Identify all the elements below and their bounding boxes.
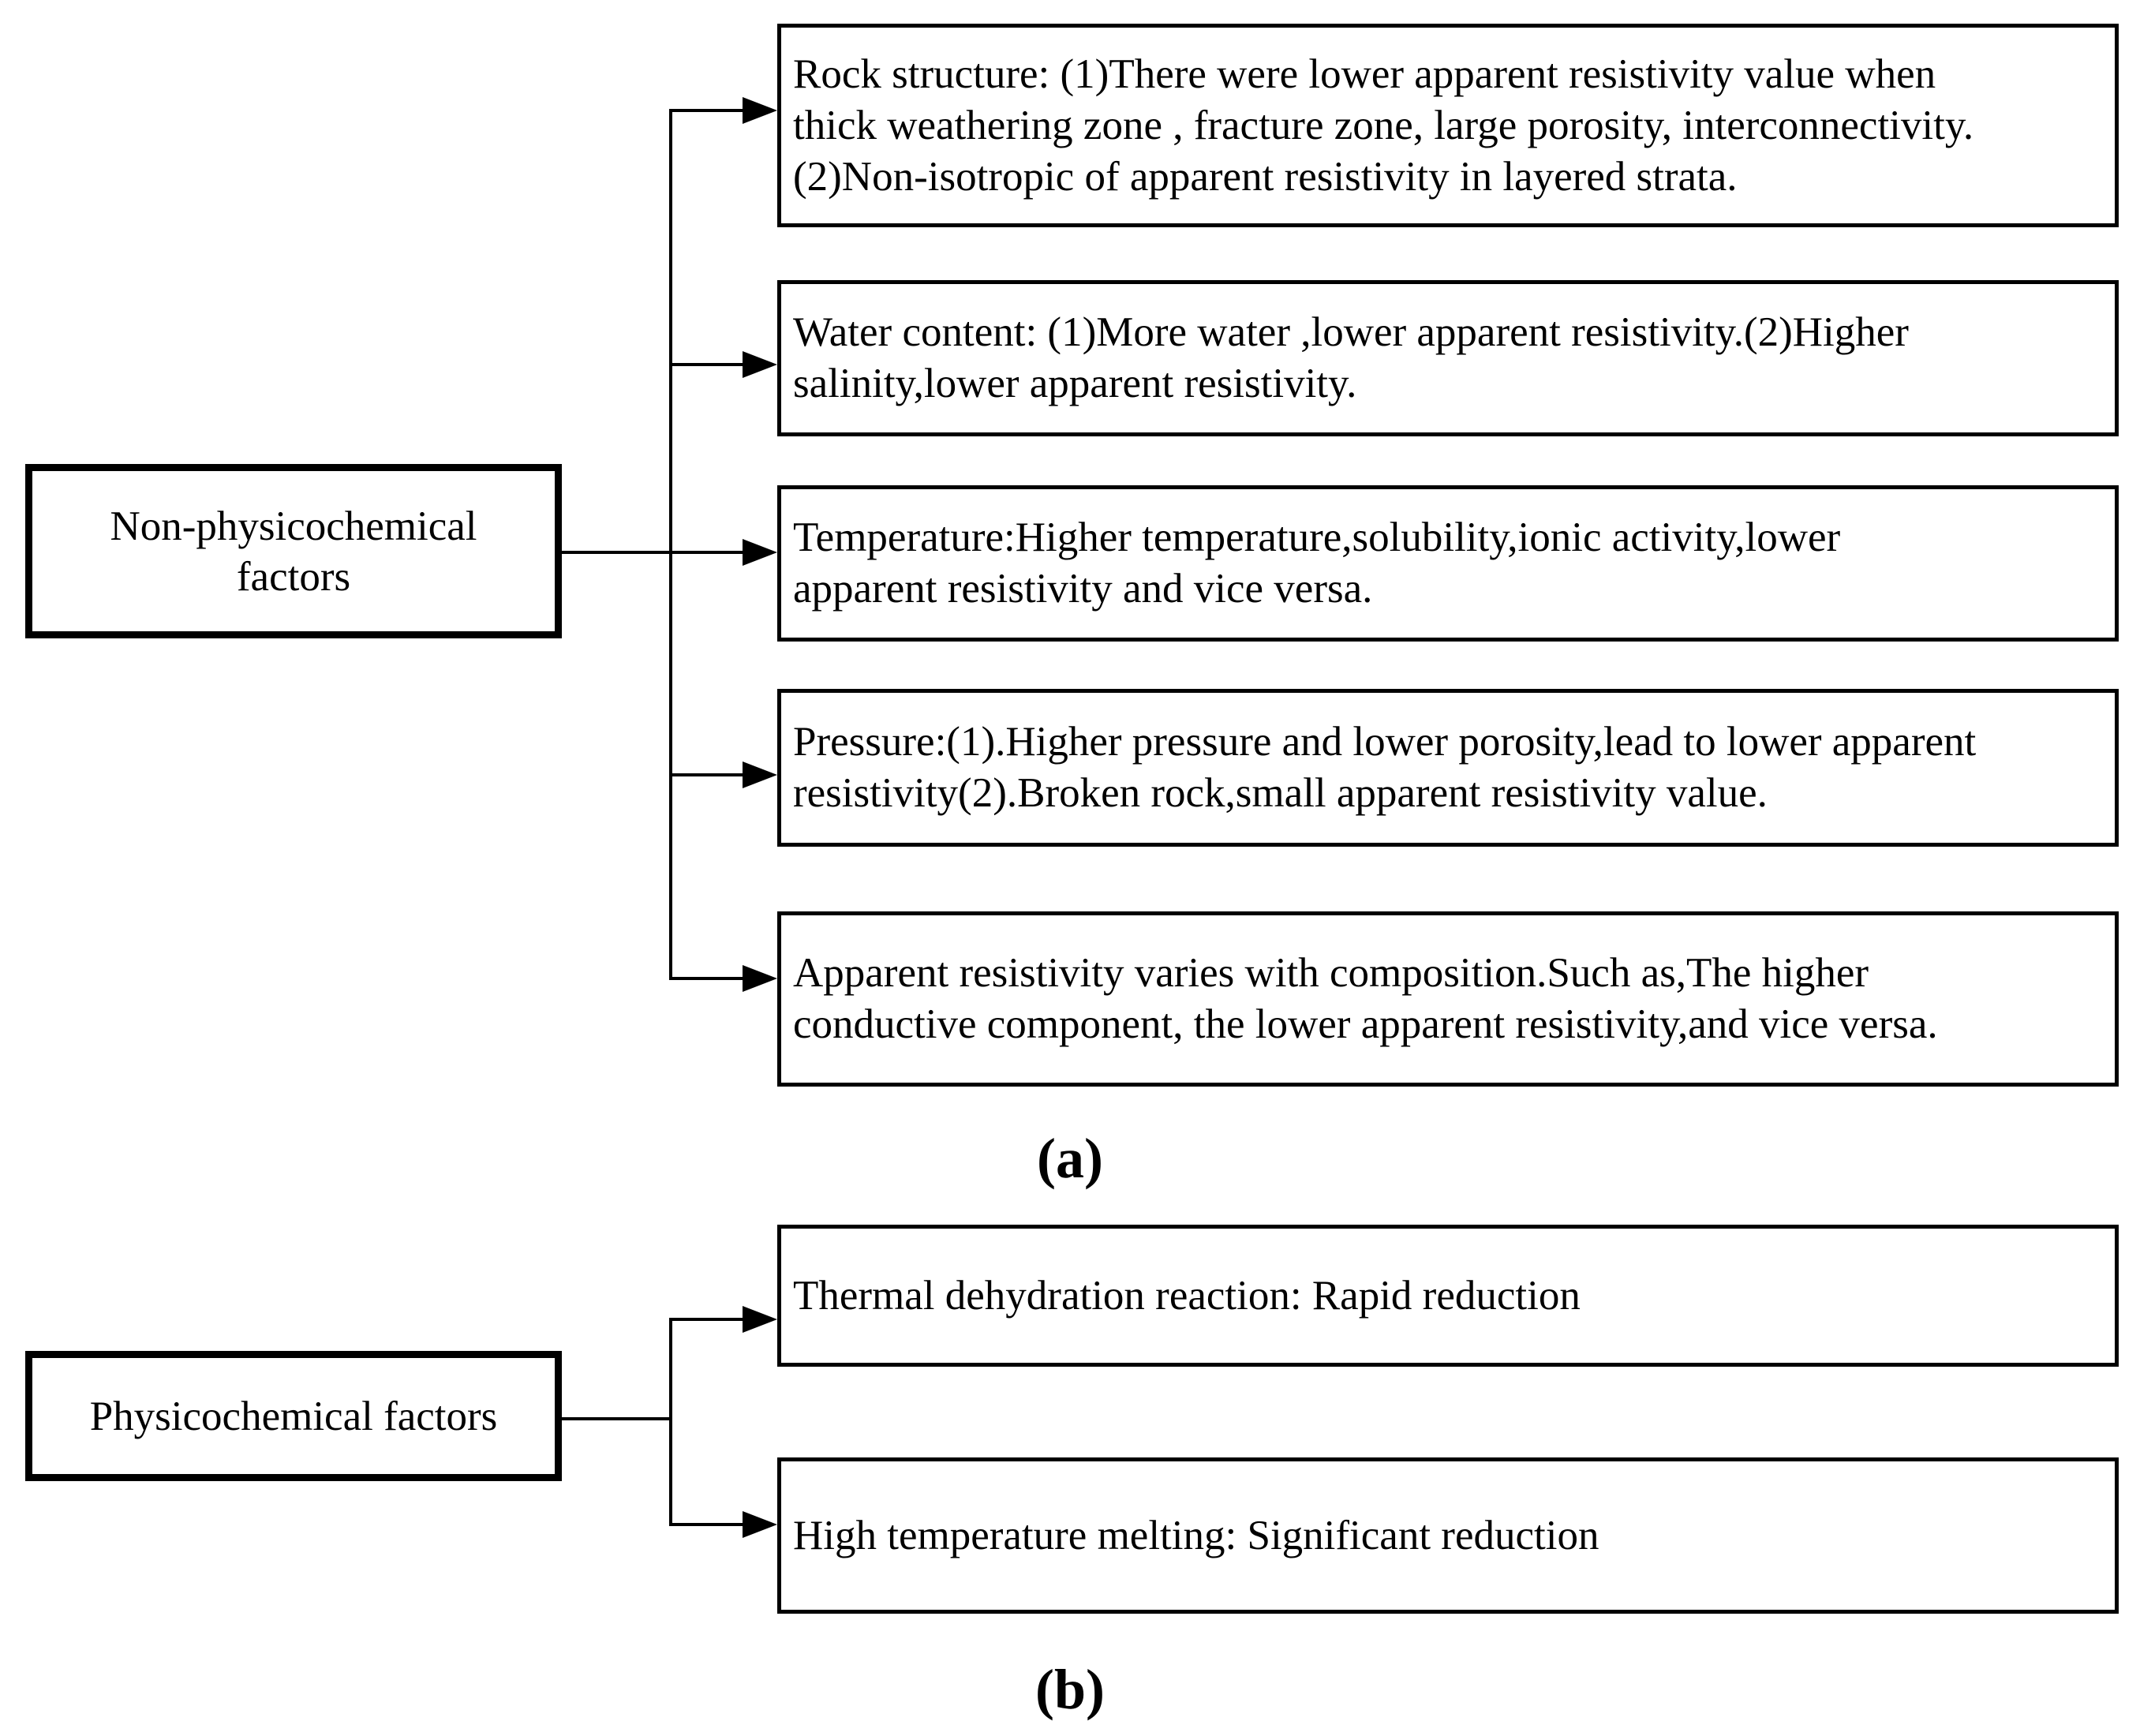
box-text-line: Water content: (1)More water ,lower appa… — [793, 309, 1909, 355]
connector-trunk-b — [669, 1318, 672, 1526]
connector-source-line-b — [560, 1417, 671, 1420]
box-text-line: conductive component, the lower apparent… — [793, 1001, 1938, 1047]
target-box-rock-structure: Rock structure: (1)There were lower appa… — [777, 24, 2119, 227]
panel-label-a: (a) — [1037, 1127, 1103, 1190]
box-text-line: resistivity(2).Broken rock,small apparen… — [793, 770, 1768, 816]
target-box-thermal-dehydration: Thermal dehydration reaction: Rapid redu… — [777, 1225, 2119, 1367]
panel-label-b: (b) — [1035, 1658, 1105, 1721]
box-text-line: High temperature melting: Significant re… — [793, 1512, 1599, 1558]
connector-trunk-a — [669, 109, 672, 980]
box-text-line: Temperature:Higher temperature,solubilit… — [793, 514, 1841, 560]
arrowhead-icon — [743, 97, 777, 124]
target-box-high-temperature-melting: High temperature melting: Significant re… — [777, 1457, 2119, 1614]
target-box-temperature: Temperature:Higher temperature,solubilit… — [777, 485, 2119, 642]
source-box-non-physicochemical-factors: Non-physicochemical factors — [25, 464, 562, 638]
connector-branch-line — [671, 551, 745, 554]
target-box-pressure: Pressure:(1).Higher pressure and lower p… — [777, 689, 2119, 847]
target-box-water-content: Water content: (1)More water ,lower appa… — [777, 280, 2119, 436]
box-text-line: Rock structure: (1)There were lower appa… — [793, 51, 1936, 97]
arrowhead-icon — [743, 761, 777, 788]
box-text-line: factors — [236, 553, 351, 600]
source-box-physicochemical-factors: Physicochemical factors — [25, 1351, 562, 1481]
box-text-line: salinity,lower apparent resistivity. — [793, 361, 1357, 406]
box-text-line: Pressure:(1).Higher pressure and lower p… — [793, 719, 1977, 765]
target-box-composition: Apparent resistivity varies with composi… — [777, 911, 2119, 1087]
connector-branch-line — [671, 109, 745, 112]
box-text-line: thick weathering zone , fracture zone, l… — [793, 102, 1974, 148]
connector-branch-line — [671, 1318, 745, 1321]
connector-branch-line — [671, 1523, 745, 1526]
box-text-line: Thermal dehydration reaction: Rapid redu… — [793, 1272, 1581, 1319]
arrowhead-icon — [743, 1306, 777, 1333]
connector-branch-line — [671, 977, 745, 980]
connector-branch-line — [671, 363, 745, 366]
arrowhead-icon — [743, 1511, 777, 1538]
box-text-line: Apparent resistivity varies with composi… — [793, 950, 1869, 996]
box-text-line: Non-physicochemical — [110, 503, 477, 549]
box-text-line: (2)Non-isotropic of apparent resistivity… — [793, 153, 1738, 200]
arrowhead-icon — [743, 539, 777, 566]
arrowhead-icon — [743, 965, 777, 992]
connector-source-line-a — [560, 551, 671, 554]
box-text-line: apparent resistivity and vice versa. — [793, 566, 1373, 612]
connector-branch-line — [671, 773, 745, 776]
arrowhead-icon — [743, 351, 777, 378]
box-text-line: Physicochemical factors — [89, 1393, 498, 1439]
